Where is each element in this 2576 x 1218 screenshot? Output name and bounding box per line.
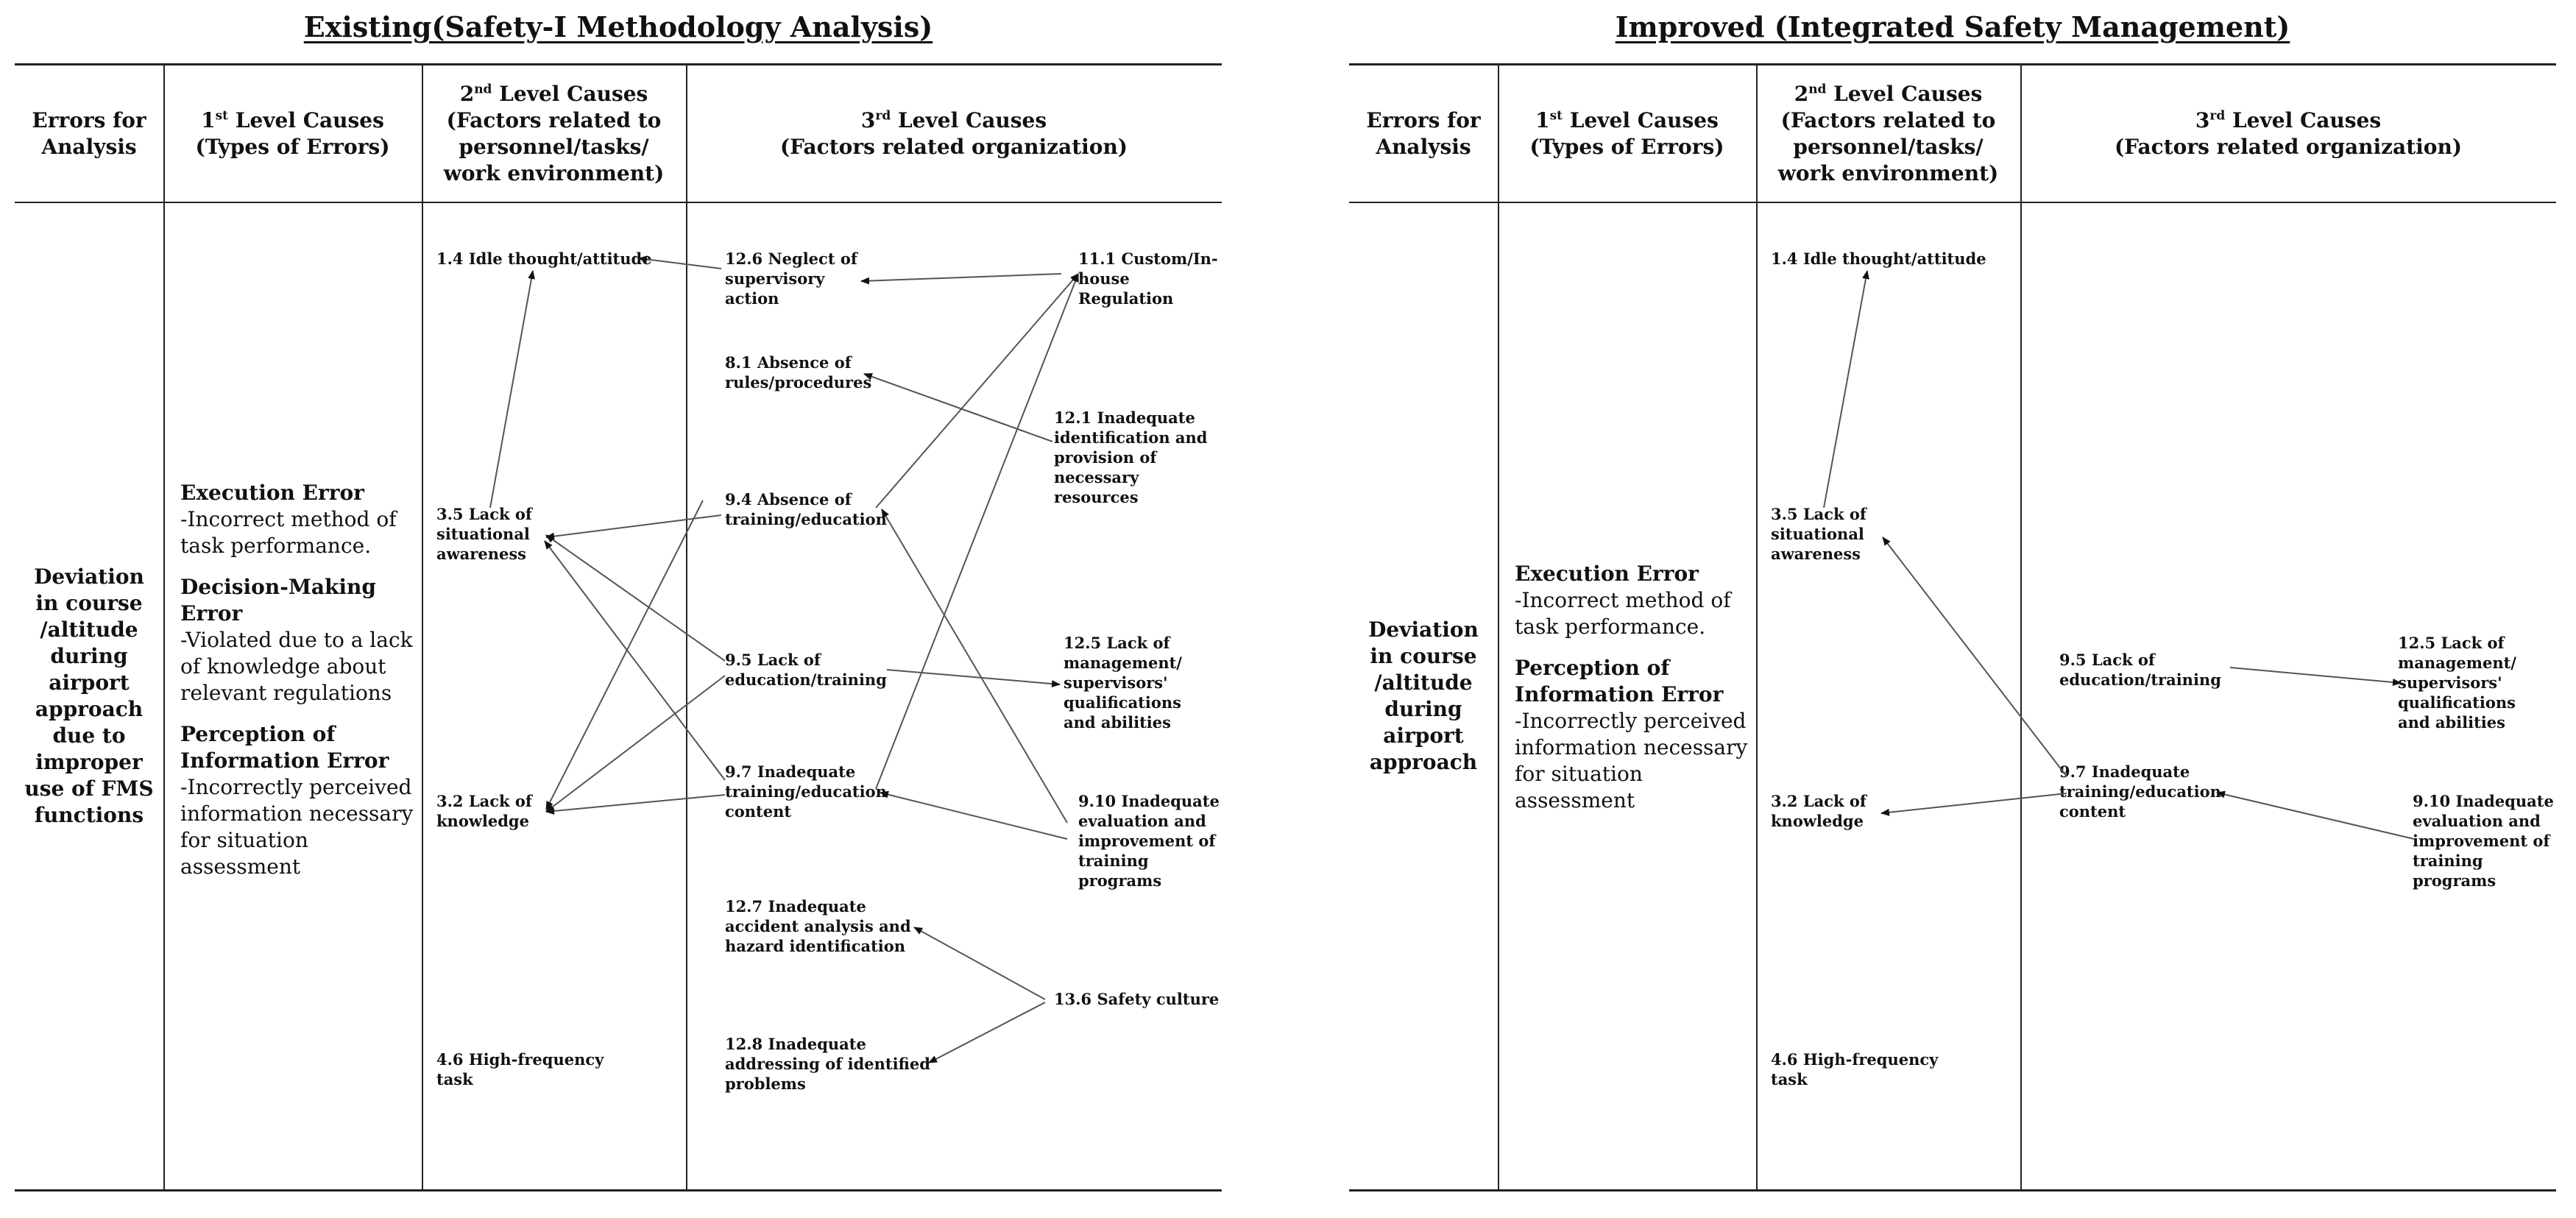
left-panel-title: Existing(Safety-I Methodology Analysis)	[303, 10, 933, 43]
arrow	[880, 790, 1068, 840]
cause-node-1-4: 1.4 Idle thought/attitude	[436, 249, 652, 268]
header-first-level: 1st Level Causes (Types of Errors)	[1529, 108, 1724, 159]
cause-node-3-2: 3.2 Lack of knowledge	[436, 792, 532, 830]
arrow	[545, 500, 704, 810]
column-divider	[686, 63, 687, 1190]
header-errors-for-analysis: Errors for Analysis	[32, 108, 146, 159]
cause-node-3-5: 3.5 Lack of situational awareness	[436, 505, 532, 563]
header-third-level: 3rd Level Causes (Factors related organi…	[779, 108, 1128, 159]
table-bottom-rule	[1349, 1189, 2556, 1192]
error-type-desc: -Incorrect method of task performance.	[180, 507, 397, 558]
header-third-level: 3rd Level Causes (Factors related organi…	[2114, 108, 2463, 159]
header-bottom-rule	[1349, 202, 2556, 203]
cause-node-9-10: 9.10 Inadequate evaluation and improveme…	[2413, 792, 2554, 890]
arrow	[545, 514, 722, 540]
error-for-analysis-text: Deviation in course /altitude during air…	[24, 564, 154, 827]
cause-node-9-10: 9.10 Inadequate evaluation and improveme…	[1078, 792, 1220, 890]
error-type-desc: -Incorrectly perceived information neces…	[1515, 709, 1748, 812]
arrow	[2229, 667, 2402, 686]
arrow	[913, 927, 1046, 1000]
arrow	[1823, 270, 1869, 509]
cause-node-4-6: 4.6 High-frequency task	[436, 1050, 604, 1088]
error-types-list: Execution Error -Incorrect method of tas…	[180, 480, 416, 880]
error-type-desc: -Incorrectly perceived information neces…	[180, 775, 414, 879]
header-top-rule	[1349, 63, 2556, 65]
error-types-list: Execution Error -Incorrect method of tas…	[1515, 561, 1750, 814]
error-type-title: Perception of Information Error	[1515, 656, 1724, 707]
arrow	[886, 669, 1061, 688]
column-divider	[1756, 63, 1758, 1190]
error-for-analysis-text: Deviation in course /altitude during air…	[1368, 617, 1479, 774]
cause-node-3-5: 3.5 Lack of situational awareness	[1771, 505, 1866, 563]
right-panel: Improved (Integrated Safety Management) …	[1349, 0, 2556, 1218]
header-errors-for-analysis: Errors for Analysis	[1366, 108, 1481, 159]
cause-node-12-5: 12.5 Lack of management/ supervisors' qu…	[2398, 634, 2516, 732]
cause-node-9-4: 9.4 Absence of training/education	[725, 490, 887, 528]
arrow	[638, 255, 722, 269]
arrow	[875, 273, 1079, 509]
arrow	[875, 273, 1079, 790]
arrow	[881, 509, 1068, 824]
error-type-title: Decision-Making Error	[180, 575, 376, 626]
arrow	[928, 1002, 1046, 1063]
arrow	[545, 534, 726, 662]
cause-node-8-1: 8.1 Absence of rules/procedures	[725, 353, 872, 392]
cause-node-9-5: 9.5 Lack of education/training	[725, 651, 887, 689]
header-bottom-rule	[15, 202, 1222, 203]
arrow	[1882, 537, 2067, 777]
header-second-level: 2nd Level Causes (Factors related to per…	[443, 82, 665, 185]
arrow	[489, 270, 535, 509]
cause-node-12-6: 12.6 Neglect of supervisory action	[725, 249, 857, 308]
column-divider	[422, 63, 423, 1190]
header-second-level: 2nd Level Causes (Factors related to per…	[1777, 82, 1999, 185]
arrow	[545, 794, 726, 815]
arrow	[863, 373, 1053, 442]
left-panel: Existing(Safety-I Methodology Analysis) …	[15, 0, 1222, 1218]
table-bottom-rule	[15, 1189, 1222, 1192]
right-panel-title: Improved (Integrated Safety Management)	[1615, 10, 2290, 43]
arrow	[1880, 793, 2067, 816]
cause-node-9-7: 9.7 Inadequate training/education conten…	[725, 762, 887, 821]
header-first-level: 1st Level Causes (Types of Errors)	[195, 108, 390, 159]
cause-node-12-8: 12.8 Inadequate addressing of identified…	[725, 1035, 930, 1093]
error-type-title: Execution Error	[1515, 562, 1699, 586]
cause-node-9-5: 9.5 Lack of education/training	[2059, 651, 2221, 689]
column-divider	[2020, 63, 2022, 1190]
column-divider	[163, 63, 165, 1190]
cause-node-9-7: 9.7 Inadequate training/education conten…	[2059, 762, 2221, 821]
cause-node-1-4: 1.4 Idle thought/attitude	[1771, 249, 1986, 268]
cause-node-4-6: 4.6 High-frequency task	[1771, 1050, 1939, 1088]
arrow	[544, 540, 726, 781]
cause-node-11-1: 11.1 Custom/In- house Regulation	[1078, 249, 1218, 308]
error-type-title: Perception of Information Error	[180, 722, 389, 773]
error-type-title: Execution Error	[180, 481, 364, 505]
arrow	[2216, 790, 2415, 840]
cause-node-12-5: 12.5 Lack of management/ supervisors' qu…	[1064, 634, 1182, 732]
cause-node-3-2: 3.2 Lack of knowledge	[1771, 792, 1866, 830]
error-type-desc: -Incorrect method of task performance.	[1515, 588, 1731, 639]
column-divider	[1498, 63, 1499, 1190]
cause-node-12-7: 12.7 Inadequate accident analysis and ha…	[725, 897, 911, 955]
arrow	[545, 675, 726, 812]
cause-node-12-1: 12.1 Inadequate identification and provi…	[1054, 408, 1208, 506]
cause-node-13-6: 13.6 Safety culture	[1054, 990, 1220, 1008]
error-type-desc: -Violated due to a lack of knowledge abo…	[180, 628, 413, 705]
header-top-rule	[15, 63, 1222, 65]
arrow	[860, 273, 1062, 285]
